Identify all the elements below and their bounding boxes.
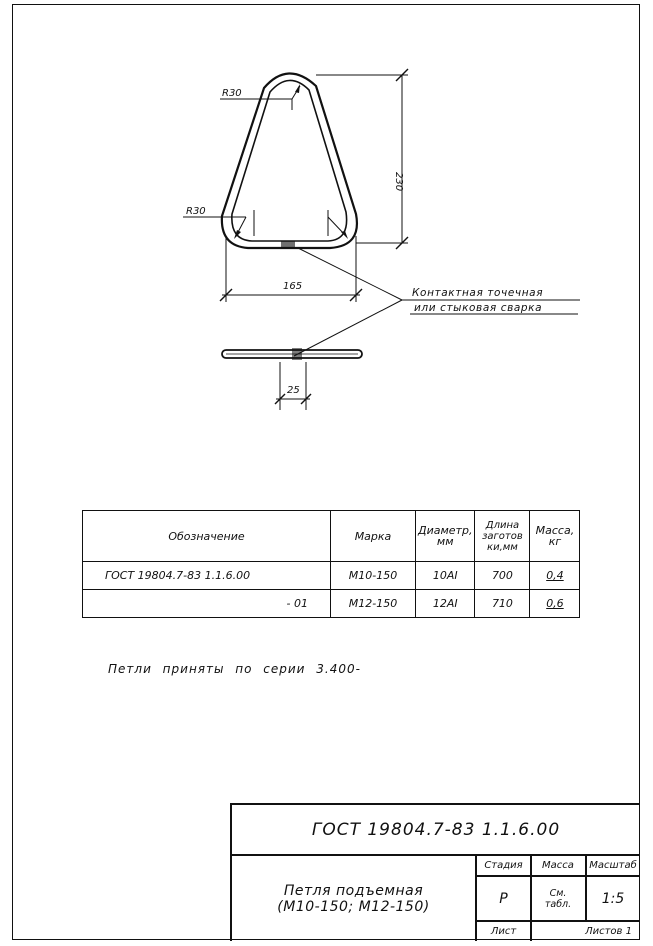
dim-height: 230: [393, 172, 404, 191]
title-block: ГОСТ 19804.7-83 1.1.6.00 Петля подъемная…: [230, 803, 640, 941]
stage-value: Р: [499, 890, 508, 907]
col-length-l1: Длина: [485, 519, 520, 531]
scale-label: Масштаб: [589, 860, 637, 871]
col-diameter: Диаметр, мм: [414, 510, 476, 562]
mass-value-line1: См.: [549, 887, 567, 899]
product-name: Петля подъемная (М10-150; М12-150): [232, 856, 475, 941]
cell-mass: 0,6: [529, 589, 581, 618]
col-length: Длина заготов ки,мм: [474, 510, 531, 562]
cell-grade: М10-150: [330, 561, 416, 590]
weld-leader-2: [293, 299, 403, 357]
series-note: Петли приняты по серии 3.400-: [108, 662, 361, 676]
mass-value: См. табл.: [531, 877, 585, 920]
col-mass: Масса, кг: [529, 510, 581, 562]
col-designation: Обозначение: [82, 510, 331, 562]
stage-label: Стадия: [484, 860, 523, 871]
doc-code: ГОСТ 19804.7-83 1.1.6.00: [311, 819, 561, 840]
col-length-l2: заготов: [482, 530, 523, 542]
cell-length: 700: [474, 561, 531, 590]
table-row: - 01 М12-150 12АI 710 0,6: [82, 589, 581, 618]
col-mass-l1: Масса,: [535, 524, 575, 537]
cell-mass: 0,4: [529, 561, 581, 590]
dim-width: 165: [283, 281, 302, 292]
weld-note-line1: Контактная точечная: [412, 287, 543, 299]
dim-r30-top: R30: [222, 88, 242, 99]
loop-outer-contour: [220, 72, 359, 250]
col-diameter-l1: Диаметр,: [418, 524, 473, 537]
cell-length: 710: [474, 589, 531, 618]
dim-r30-bottom: R30: [186, 206, 206, 217]
col-diameter-l2: мм: [436, 535, 454, 548]
sheets-label: Листов 1: [585, 926, 632, 937]
cell-designation: ГОСТ 19804.7-83 1.1.6.00: [82, 561, 331, 590]
mass-label: Масса: [542, 860, 574, 871]
product-name-line1: Петля подъемная: [283, 882, 424, 899]
drawing-sheet-border: [12, 4, 640, 940]
cell-diameter: 10АI: [414, 561, 476, 590]
sheet-label: Лист: [490, 926, 517, 937]
col-mass-l2: кг: [548, 535, 562, 548]
spec-table: Обозначение Марка Диаметр, мм Длина заго…: [82, 510, 581, 618]
table-row: ГОСТ 19804.7-83 1.1.6.00 М10-150 10АI 70…: [82, 561, 581, 590]
product-name-line2: (М10-150; М12-150): [277, 898, 430, 915]
col-grade: Марка: [330, 510, 416, 562]
weld-leader-1: [297, 247, 403, 301]
cell-diameter: 12АI: [414, 589, 476, 618]
loop-drawing: R30 R30 230 165 Контактная точечная или …: [183, 68, 580, 410]
spec-table-header: Обозначение Марка Диаметр, мм Длина заго…: [82, 510, 581, 562]
loop-inner-contour: [231, 79, 348, 242]
cell-designation: - 01: [82, 589, 331, 618]
weld-note-line2: или стыковая сварка: [414, 302, 542, 314]
weld-zone: [281, 241, 295, 248]
dim-weld-length: 25: [287, 385, 300, 396]
col-length-l3: ки,мм: [487, 541, 518, 553]
scale-value: 1:5: [601, 890, 625, 907]
mass-value-line2: табл.: [544, 898, 572, 910]
cell-grade: М12-150: [330, 589, 416, 618]
